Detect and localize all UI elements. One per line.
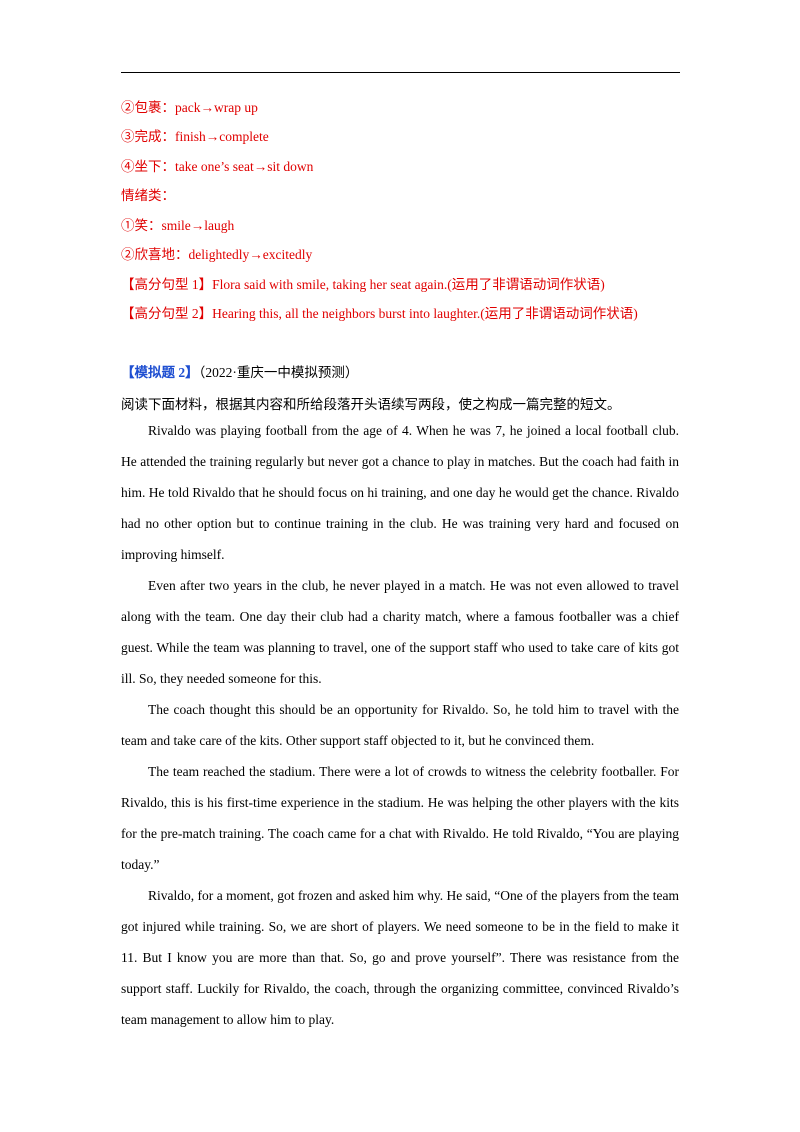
- instruction-text: 阅读下面材料，根据其内容和所给段落开头语续写两段，使之构成一篇完整的短文。: [121, 397, 621, 412]
- tip-line-3: ④坐下：take one’s seat→sit down: [121, 159, 314, 174]
- high-score-sentence-1: 【高分句型 1】Flora said with smile, taking he…: [121, 277, 605, 292]
- tip-category-emotion: 情绪类：: [121, 188, 175, 203]
- section-heading: 【模拟题 2】（2022·重庆一中模拟预测）: [121, 364, 358, 382]
- tip-line-1: ②包裹：pack→wrap up: [121, 100, 258, 115]
- tip-line-5: ②欣喜地：delightedly→excitedly: [121, 247, 313, 262]
- paragraph-1: Rivaldo was playing football from the ag…: [121, 423, 679, 562]
- section-source: （2022·重庆一中模拟预测）: [198, 365, 359, 380]
- paragraph-2: Even after two years in the club, he nev…: [121, 578, 679, 686]
- paragraph-4: The team reached the stadium. There were…: [121, 764, 679, 872]
- tip-line-4: ①笑：smile→laugh: [121, 218, 235, 233]
- header-rule: [121, 72, 680, 73]
- section-tag: 【模拟题 2】: [121, 365, 199, 380]
- tip-line-2: ③完成：finish→complete: [121, 129, 269, 144]
- passage-body: Rivaldo was playing football from the ag…: [121, 415, 679, 1035]
- paragraph-5: Rivaldo, for a moment, got frozen and as…: [121, 888, 679, 1027]
- paragraph-3: The coach thought this should be an oppo…: [121, 702, 679, 748]
- high-score-sentence-2: 【高分句型 2】Hearing this, all the neighbors …: [121, 306, 638, 321]
